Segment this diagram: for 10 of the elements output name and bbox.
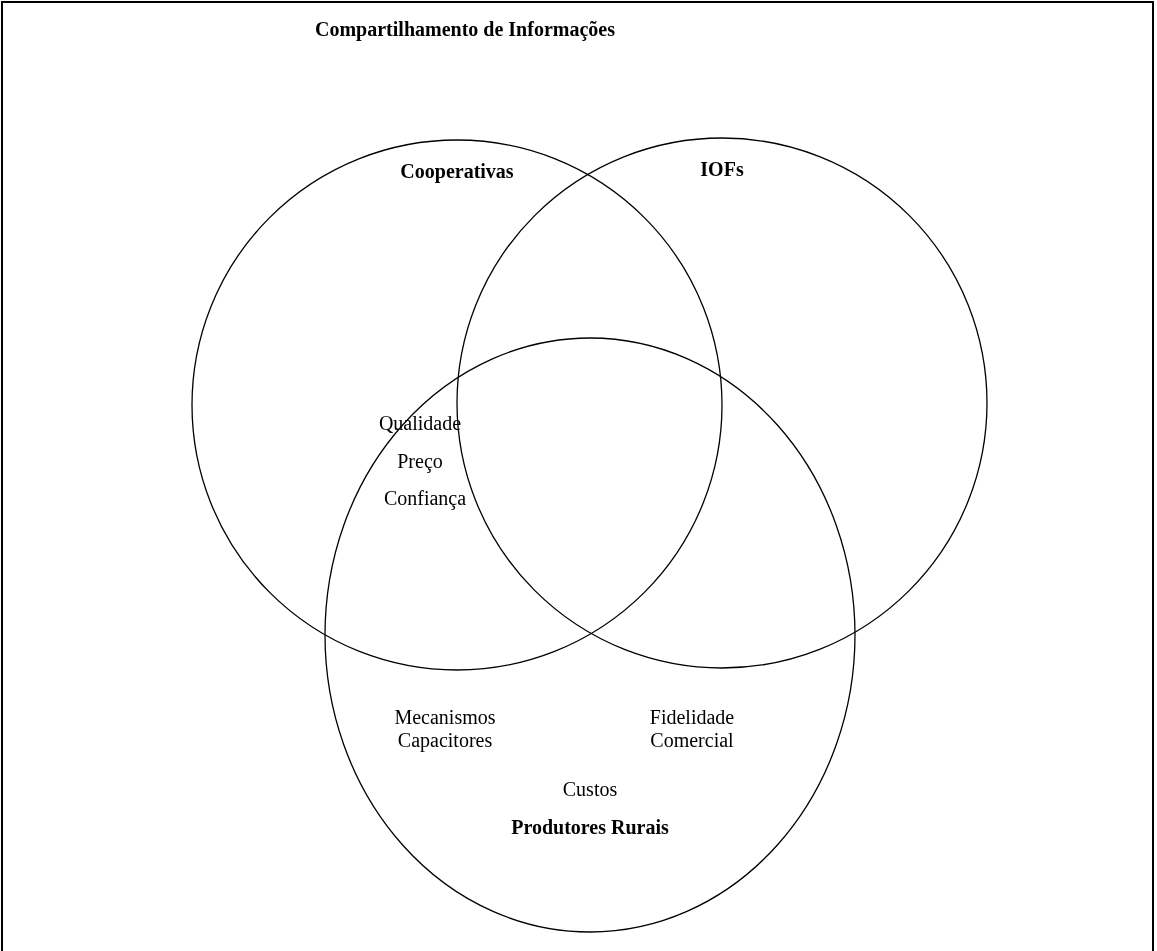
set-heading: Cooperativas: [400, 160, 514, 183]
region-label: Confiança: [382, 487, 468, 510]
region-label: Custos: [561, 778, 619, 801]
venn-circle: [325, 338, 855, 932]
diagram-title: Compartilhamento de Informações: [315, 18, 615, 41]
region-label: Fidelidade Comercial: [648, 706, 736, 752]
region-label: Mecanismos Capacitores: [393, 706, 497, 752]
region-label: Preço: [396, 450, 444, 473]
set-heading: Produtores Rurais: [511, 816, 669, 839]
set-heading: IOFs: [700, 158, 744, 181]
